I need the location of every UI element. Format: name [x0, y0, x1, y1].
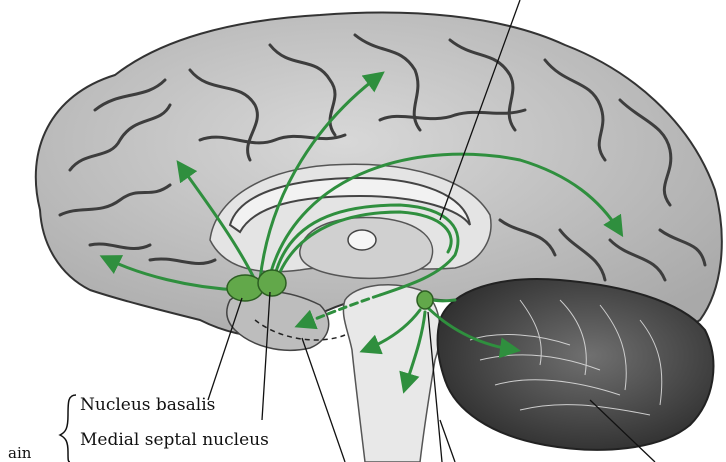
interthalamic-adhesion [348, 230, 376, 250]
left-edge-fragment-label: ain [8, 446, 31, 461]
nucleus-basalis-label: Nucleus basalis [80, 397, 215, 414]
label-brace [60, 395, 76, 462]
brainstem-nucleus-blob [417, 291, 433, 309]
nucleus-basalis-blob [227, 275, 263, 301]
medial-septal-blob [258, 270, 286, 296]
medial-septal-nucleus-label: Medial septal nucleus [80, 432, 269, 449]
